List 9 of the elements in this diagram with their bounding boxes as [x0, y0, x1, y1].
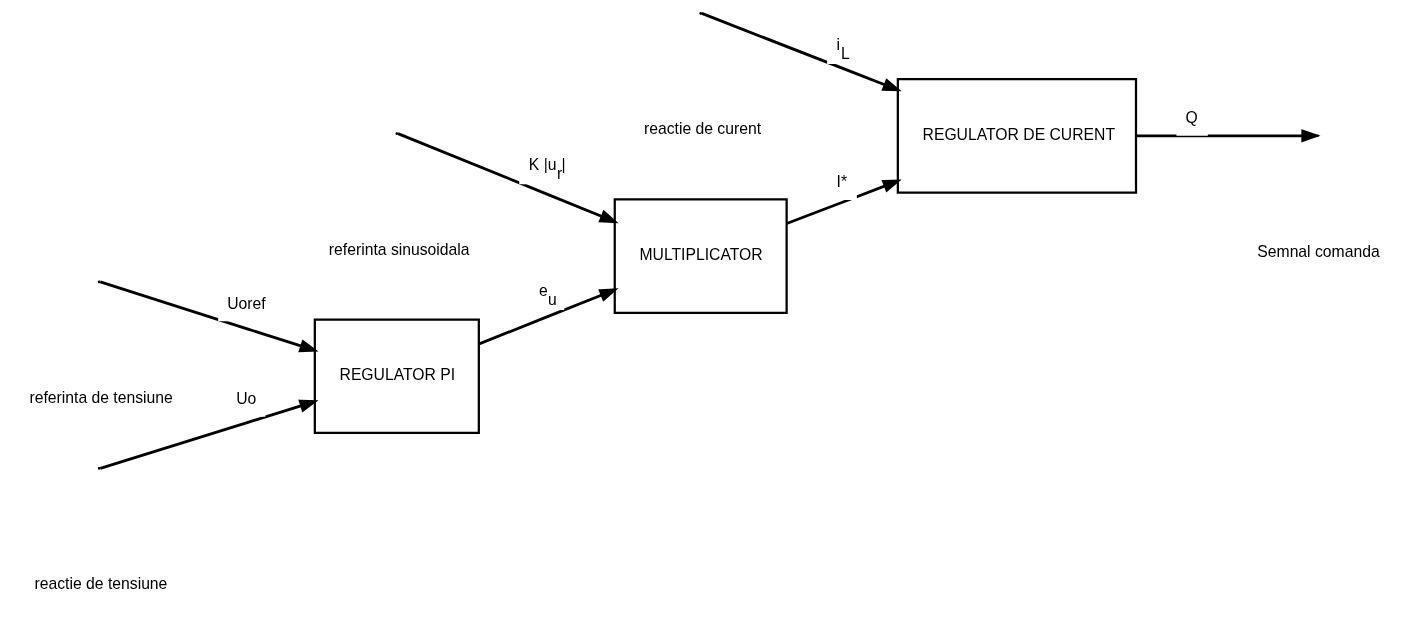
label: reactie de tensiune: [34, 575, 168, 593]
edge-label: Uoref: [227, 294, 266, 312]
label: reactie de curent: [643, 120, 762, 138]
label: referinta sinusoidala: [328, 240, 470, 258]
edge-label: I*: [836, 173, 848, 191]
edge-label: Uo: [236, 389, 257, 407]
label: referinta de tensiune: [29, 388, 173, 406]
edge-label: Q: [1185, 109, 1198, 127]
label: Semnal comanda: [1257, 242, 1380, 260]
